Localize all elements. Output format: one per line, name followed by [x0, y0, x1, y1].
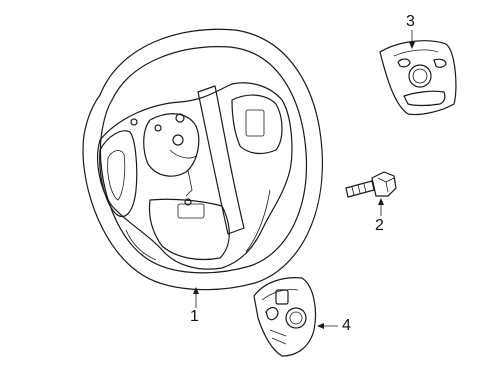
left-switch-assembly: [253, 277, 338, 357]
bolt: [345, 171, 397, 216]
callout-2: 2: [375, 217, 384, 234]
callout-1: 1: [190, 308, 199, 325]
steering-wheel: [82, 28, 324, 308]
callout-4: 4: [342, 317, 351, 334]
right-switch-assembly: [379, 30, 457, 116]
callout-3: 3: [406, 13, 415, 30]
